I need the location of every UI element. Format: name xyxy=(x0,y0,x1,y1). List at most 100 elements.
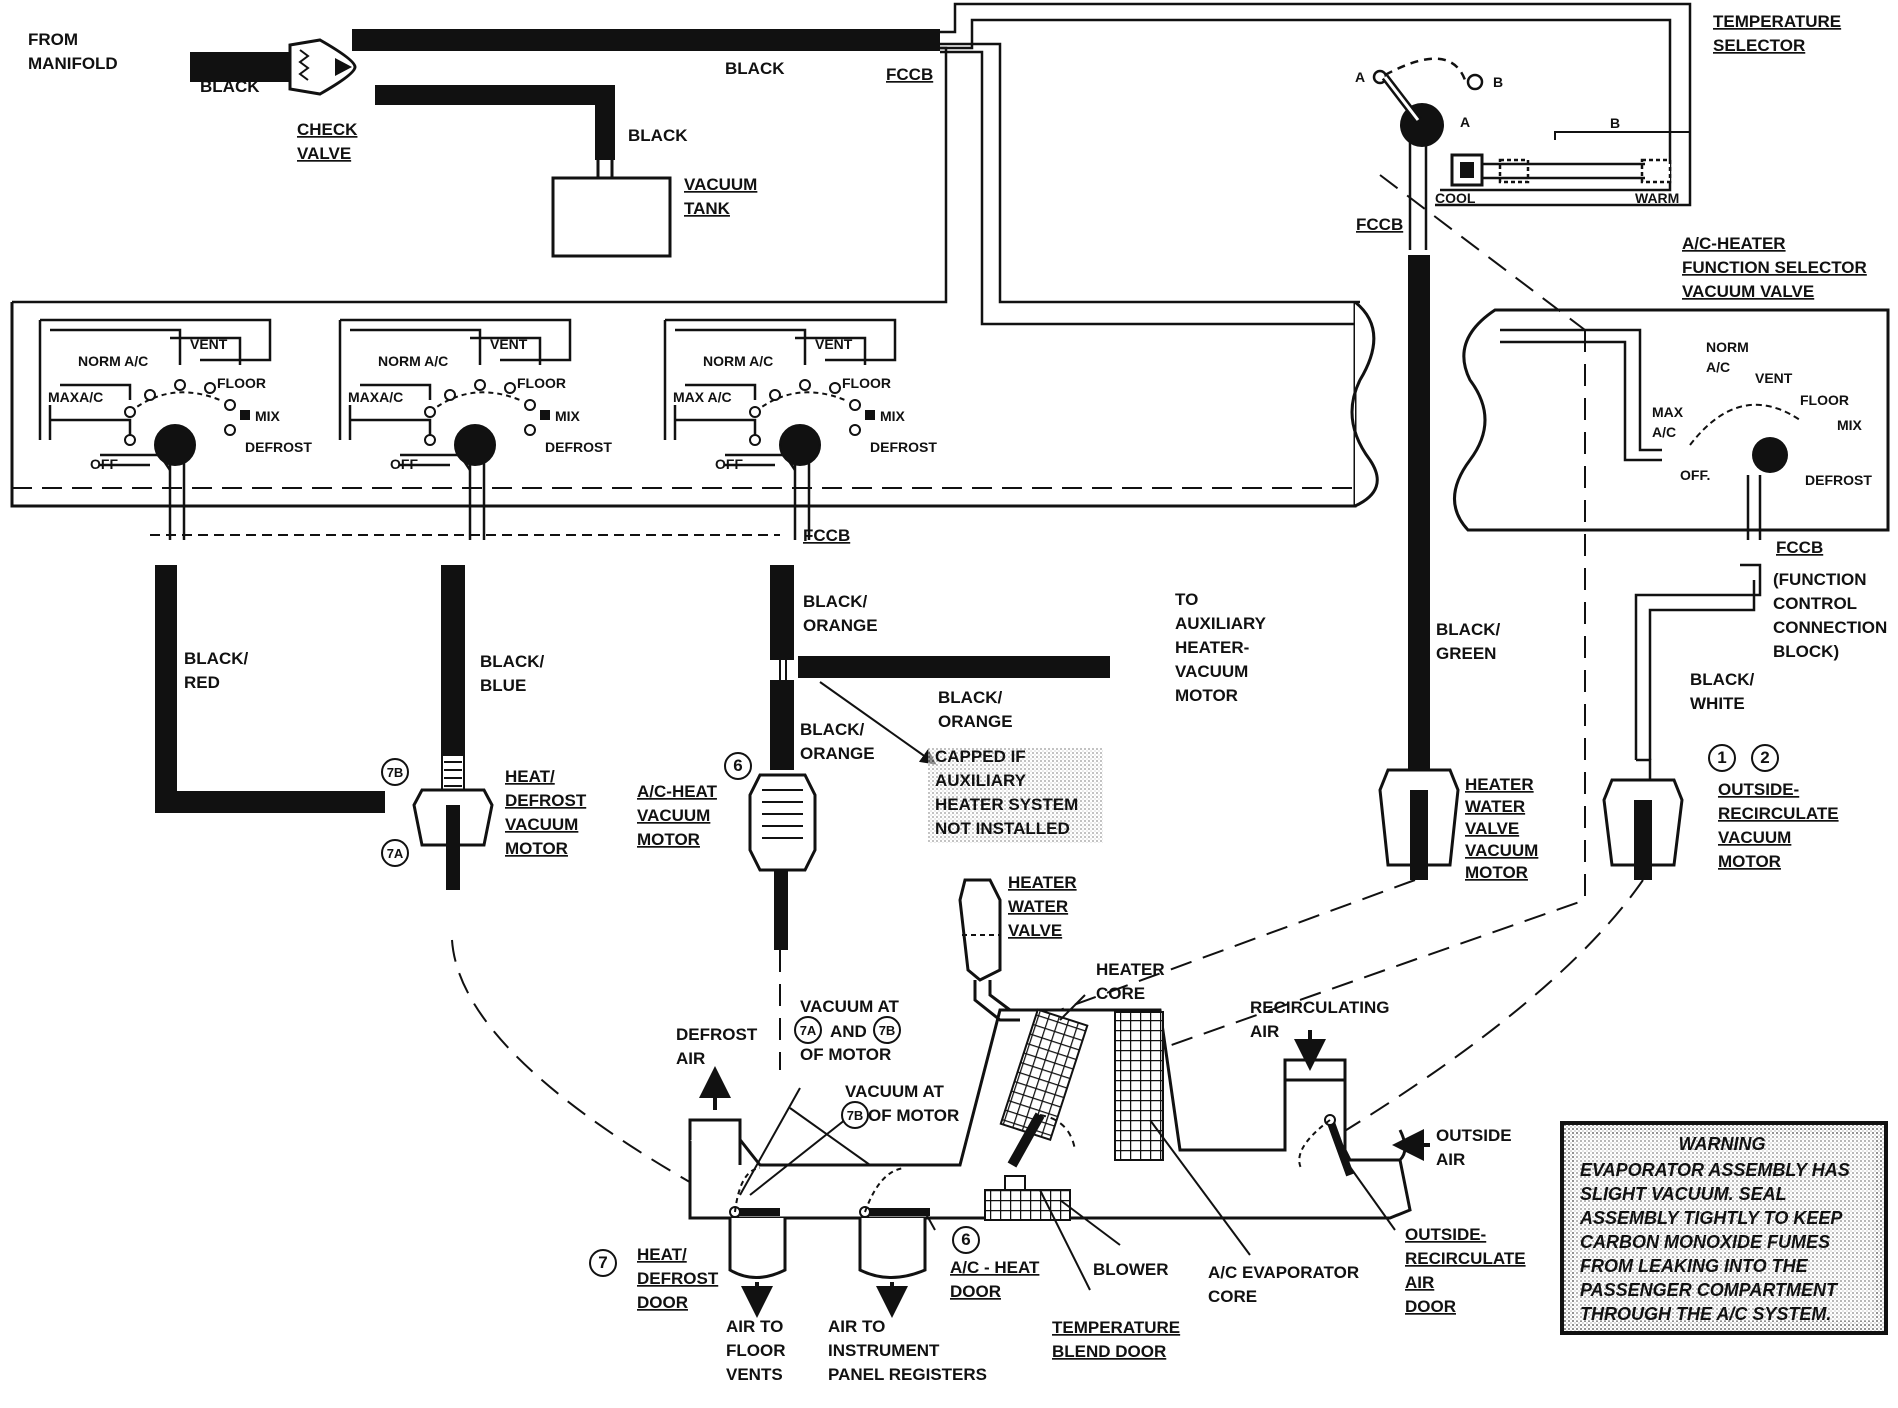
aux-heater-hose xyxy=(798,656,1110,678)
temperature-selector xyxy=(1372,57,1691,187)
warning-line-4: CARBON MONOXIDE FUMES xyxy=(1580,1232,1830,1252)
from-manifold-label-line-1: FROM xyxy=(28,30,78,49)
function-selector-label-line-1: A/C-HEATER xyxy=(1682,234,1786,253)
check-valve-label-line-1: CHECK xyxy=(297,120,358,139)
ac-heat-door-label-line-2: DOOR xyxy=(950,1282,1001,1301)
warning-line-3: ASSEMBLY TIGHTLY TO KEEP xyxy=(1579,1208,1843,1228)
function-off-label: OFF. xyxy=(1680,467,1710,483)
heater-water-valve xyxy=(958,878,1020,1022)
ac-heat-motor-label-line-1: A/C-HEAT xyxy=(637,782,718,801)
svg-text:7A: 7A xyxy=(387,846,404,861)
temperature-blend-door-label-line-2: BLEND DOOR xyxy=(1052,1342,1166,1361)
function-max-ac-label-line-1: MAX xyxy=(1652,404,1684,420)
linkage-lines xyxy=(451,174,1644,1211)
black-green-hose xyxy=(1408,255,1430,855)
off-label-3: OFF xyxy=(715,456,743,472)
ac-heat-motor-label-line-3: MOTOR xyxy=(637,830,700,849)
function-block-label-line-3: CONNECTION xyxy=(1773,618,1887,637)
temperature-selector-label-line-1: TEMPERATURE xyxy=(1713,12,1841,31)
svg-text:6: 6 xyxy=(733,756,742,775)
temperature-blend-door xyxy=(1007,1112,1045,1168)
norm-ac-label-3: NORM A/C xyxy=(703,353,773,369)
selector-valve-3 xyxy=(663,318,897,540)
svg-text:7: 7 xyxy=(598,1253,607,1272)
function-defrost-label: DEFROST xyxy=(1805,472,1872,488)
ac-evaporator-core-label-line-1: A/C EVAPORATOR xyxy=(1208,1263,1359,1282)
outside-recirculate-vacuum-motor xyxy=(1602,758,1684,880)
heater-water-valve-motor-label-line-5: MOTOR xyxy=(1465,863,1528,882)
vacuum-tank-label-line-2: TANK xyxy=(684,199,731,218)
outside-air-label-line-1: OUTSIDE xyxy=(1436,1126,1512,1145)
black-red-label-line-2: RED xyxy=(184,673,220,692)
heater-water-valve-label-line-1: HEATER xyxy=(1008,873,1077,892)
warning-line-2: SLIGHT VACUUM. SEAL xyxy=(1580,1184,1787,1204)
vacuum-at-7a-7b-label-1: VACUUM AT xyxy=(800,997,899,1016)
air-floor-label-line-3: VENTS xyxy=(726,1365,783,1384)
svg-text:1: 1 xyxy=(1717,748,1726,767)
vacuum-at-7a-7b-label-3: OF MOTOR xyxy=(800,1045,891,1064)
capped-label-line-2: AUXILIARY xyxy=(935,771,1027,790)
warning-line-1: EVAPORATOR ASSEMBLY HAS xyxy=(1580,1160,1850,1180)
vacuum-at-7b-label-1: VACUUM AT xyxy=(845,1082,944,1101)
warning-box xyxy=(1560,1121,1888,1335)
heat-defrost-motor-label-line-1: HEAT/ xyxy=(505,767,555,786)
outside-recirc-motor-label-line-2: RECIRCULATE xyxy=(1718,804,1839,823)
selector-panels xyxy=(38,318,897,540)
recirculating-air-label-line-1: RECIRCULATING xyxy=(1250,998,1389,1017)
vacuum-tank-label-line-1: VACUUM xyxy=(684,175,757,194)
selector-valve-2 xyxy=(338,318,572,540)
warning-line-5: FROM LEAKING INTO THE xyxy=(1580,1256,1809,1276)
black-orange-label-1-line-1: BLACK/ xyxy=(803,592,867,611)
black-orange-label-3-line-1: BLACK/ xyxy=(938,688,1002,707)
air-panel-label-line-2: INSTRUMENT xyxy=(828,1341,940,1360)
to-auxiliary-label-line-3: HEATER- xyxy=(1175,638,1249,657)
callout-6-door: 6 xyxy=(952,1226,980,1254)
function-norm-ac-label-line-1: NORM xyxy=(1706,339,1749,355)
manifold-hose xyxy=(190,52,290,82)
function-floor-label: FLOOR xyxy=(1800,392,1849,408)
fccb-label-selector: FCCB xyxy=(1356,215,1403,234)
svg-text:7B: 7B xyxy=(387,765,404,780)
svg-text:6: 6 xyxy=(961,1230,970,1249)
function-mix-label: MIX xyxy=(1837,417,1863,433)
fccb-label-top: FCCB xyxy=(886,65,933,84)
temperature-blend-door-label-line-1: TEMPERATURE xyxy=(1052,1318,1180,1337)
max-ac-label-2: MAXA/C xyxy=(348,389,403,405)
black-green-label-line-2: GREEN xyxy=(1436,644,1496,663)
heater-water-valve-vacuum-motor xyxy=(1378,768,1460,880)
selector-b2-label: B xyxy=(1610,115,1620,131)
heater-water-valve-motor-label-line-3: VALVE xyxy=(1465,819,1519,838)
svg-text:7B: 7B xyxy=(879,1023,896,1038)
black-orange-hose-lower xyxy=(770,680,794,770)
outside-recirc-motor-label-line-4: MOTOR xyxy=(1718,852,1781,871)
fccb-label-function: FCCB xyxy=(1776,538,1823,557)
black-red-label-line-1: BLACK/ xyxy=(184,649,248,668)
selector-a2-label: A xyxy=(1460,114,1470,130)
outside-recirc-motor-label-line-3: VACUUM xyxy=(1718,828,1791,847)
air-panel-label-line-1: AIR TO xyxy=(828,1317,885,1336)
warning-line-7: THROUGH THE A/C SYSTEM. xyxy=(1580,1304,1831,1324)
recirculating-air-label-line-2: AIR xyxy=(1250,1022,1279,1041)
black-white-label-line-2: WHITE xyxy=(1690,694,1745,713)
black-green-label-line-1: BLACK/ xyxy=(1436,620,1500,639)
capped-label-line-3: HEATER SYSTEM xyxy=(935,795,1078,814)
black-label-manifold: BLACK xyxy=(200,77,260,96)
check-valve-label-line-2: VALVE xyxy=(297,144,351,163)
function-block-label-line-4: BLOCK) xyxy=(1773,642,1839,661)
ac-heat-motor-label-line-2: VACUUM xyxy=(637,806,710,825)
function-selector-panel xyxy=(1453,308,1890,532)
max-ac-label-3: MAX A/C xyxy=(673,389,732,405)
to-auxiliary-label-line-4: VACUUM xyxy=(1175,662,1248,681)
function-block-label-line-1: (FUNCTION xyxy=(1773,570,1866,589)
ac-evaporator-core-label-line-2: CORE xyxy=(1208,1287,1257,1306)
vent-label-1: VENT xyxy=(190,336,228,352)
air-panel-label-line-3: PANEL REGISTERS xyxy=(828,1365,987,1384)
outside-recirc-door-label-line-1: OUTSIDE- xyxy=(1405,1225,1486,1244)
mix-label-3: MIX xyxy=(880,408,906,424)
off-label-2: OFF xyxy=(390,456,418,472)
outside-recirc-door-label-line-3: AIR xyxy=(1405,1273,1434,1292)
outside-recirculate-air-door xyxy=(1326,1118,1354,1177)
black-blue-label-line-2: BLUE xyxy=(480,676,526,695)
mix-label-1: MIX xyxy=(255,408,281,424)
